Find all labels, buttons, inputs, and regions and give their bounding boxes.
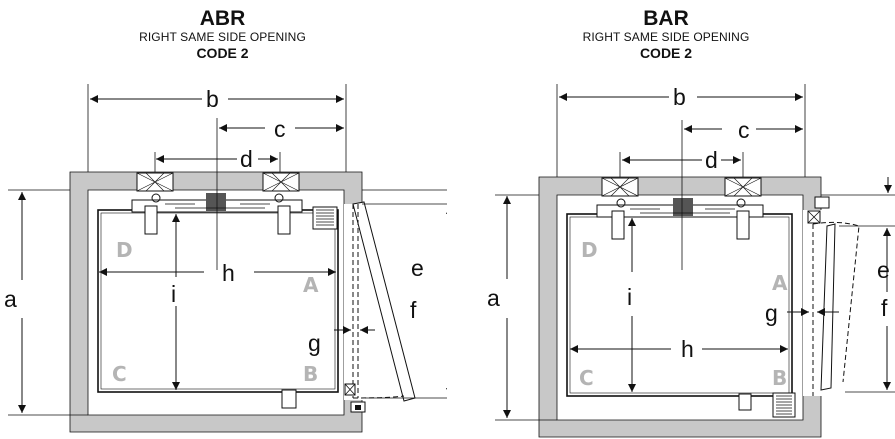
diagram-header: ABR RIGHT SAME SIDE OPENING CODE 2: [0, 7, 447, 62]
corner-b-label: B: [303, 362, 318, 386]
guide-block: [206, 193, 226, 211]
diagram-title: BAR: [643, 7, 689, 30]
dim-e-label: e: [877, 257, 890, 283]
dim-i-label: i: [171, 281, 176, 307]
dim-b-label: b: [673, 84, 686, 110]
door-opening: [803, 210, 822, 396]
dim-c-label: c: [738, 117, 750, 143]
dim-a-label: a: [4, 286, 17, 312]
dim-c-label: c: [274, 116, 286, 142]
corner-c-label: C: [579, 366, 594, 390]
diagram-subtitle: RIGHT SAME SIDE OPENING: [582, 30, 750, 44]
diagram-subtitle: RIGHT SAME SIDE OPENING: [139, 30, 306, 44]
car-outline: [566, 213, 793, 397]
dim-e-label: e: [411, 255, 424, 281]
corner-b-label: B: [772, 366, 787, 390]
shaft-wall: [538, 176, 822, 438]
corner-d-label: D: [581, 238, 598, 262]
corner-a-label: A: [772, 271, 788, 295]
dim-g-label: g: [308, 330, 321, 356]
corner-c-label: C: [112, 362, 127, 386]
door-leaf: [820, 223, 836, 391]
door-swing-arc: [352, 395, 405, 399]
shaft-drawing: b c d a e f g h i A B C D: [487, 84, 895, 438]
diagram-code: CODE 2: [639, 45, 693, 61]
dim-d-label: d: [705, 147, 718, 173]
dim-h-label: h: [222, 260, 235, 286]
shaft-wall: [69, 171, 363, 433]
corner-a-label: A: [303, 273, 319, 297]
dim-b-label: b: [206, 86, 219, 112]
diagram-bar: BAR RIGHT SAME SIDE OPENING CODE 2: [447, 0, 895, 439]
dim-g-label: g: [765, 300, 778, 326]
dim-i-label: i: [627, 284, 632, 310]
guide-block: [673, 198, 693, 216]
dim-d-label: d: [240, 146, 253, 172]
dim-f-label: f: [410, 297, 417, 323]
dim-f-label: f: [881, 295, 888, 321]
dim-a-label: a: [487, 285, 500, 311]
dim-h-label: h: [681, 336, 694, 362]
door-swing-arc: [812, 221, 860, 383]
car-outline: [97, 209, 339, 393]
diagram-code: CODE 2: [196, 45, 249, 61]
diagram-title: ABR: [199, 7, 246, 30]
diagram-abr: ABR RIGHT SAME SIDE OPENING CODE 2: [0, 0, 447, 439]
corner-d-label: D: [116, 238, 133, 262]
control-box: [312, 206, 338, 230]
shaft-drawing: b c d a e f g h i A B C D: [4, 84, 447, 433]
diagram-header: BAR RIGHT SAME SIDE OPENING CODE 2: [437, 7, 895, 62]
